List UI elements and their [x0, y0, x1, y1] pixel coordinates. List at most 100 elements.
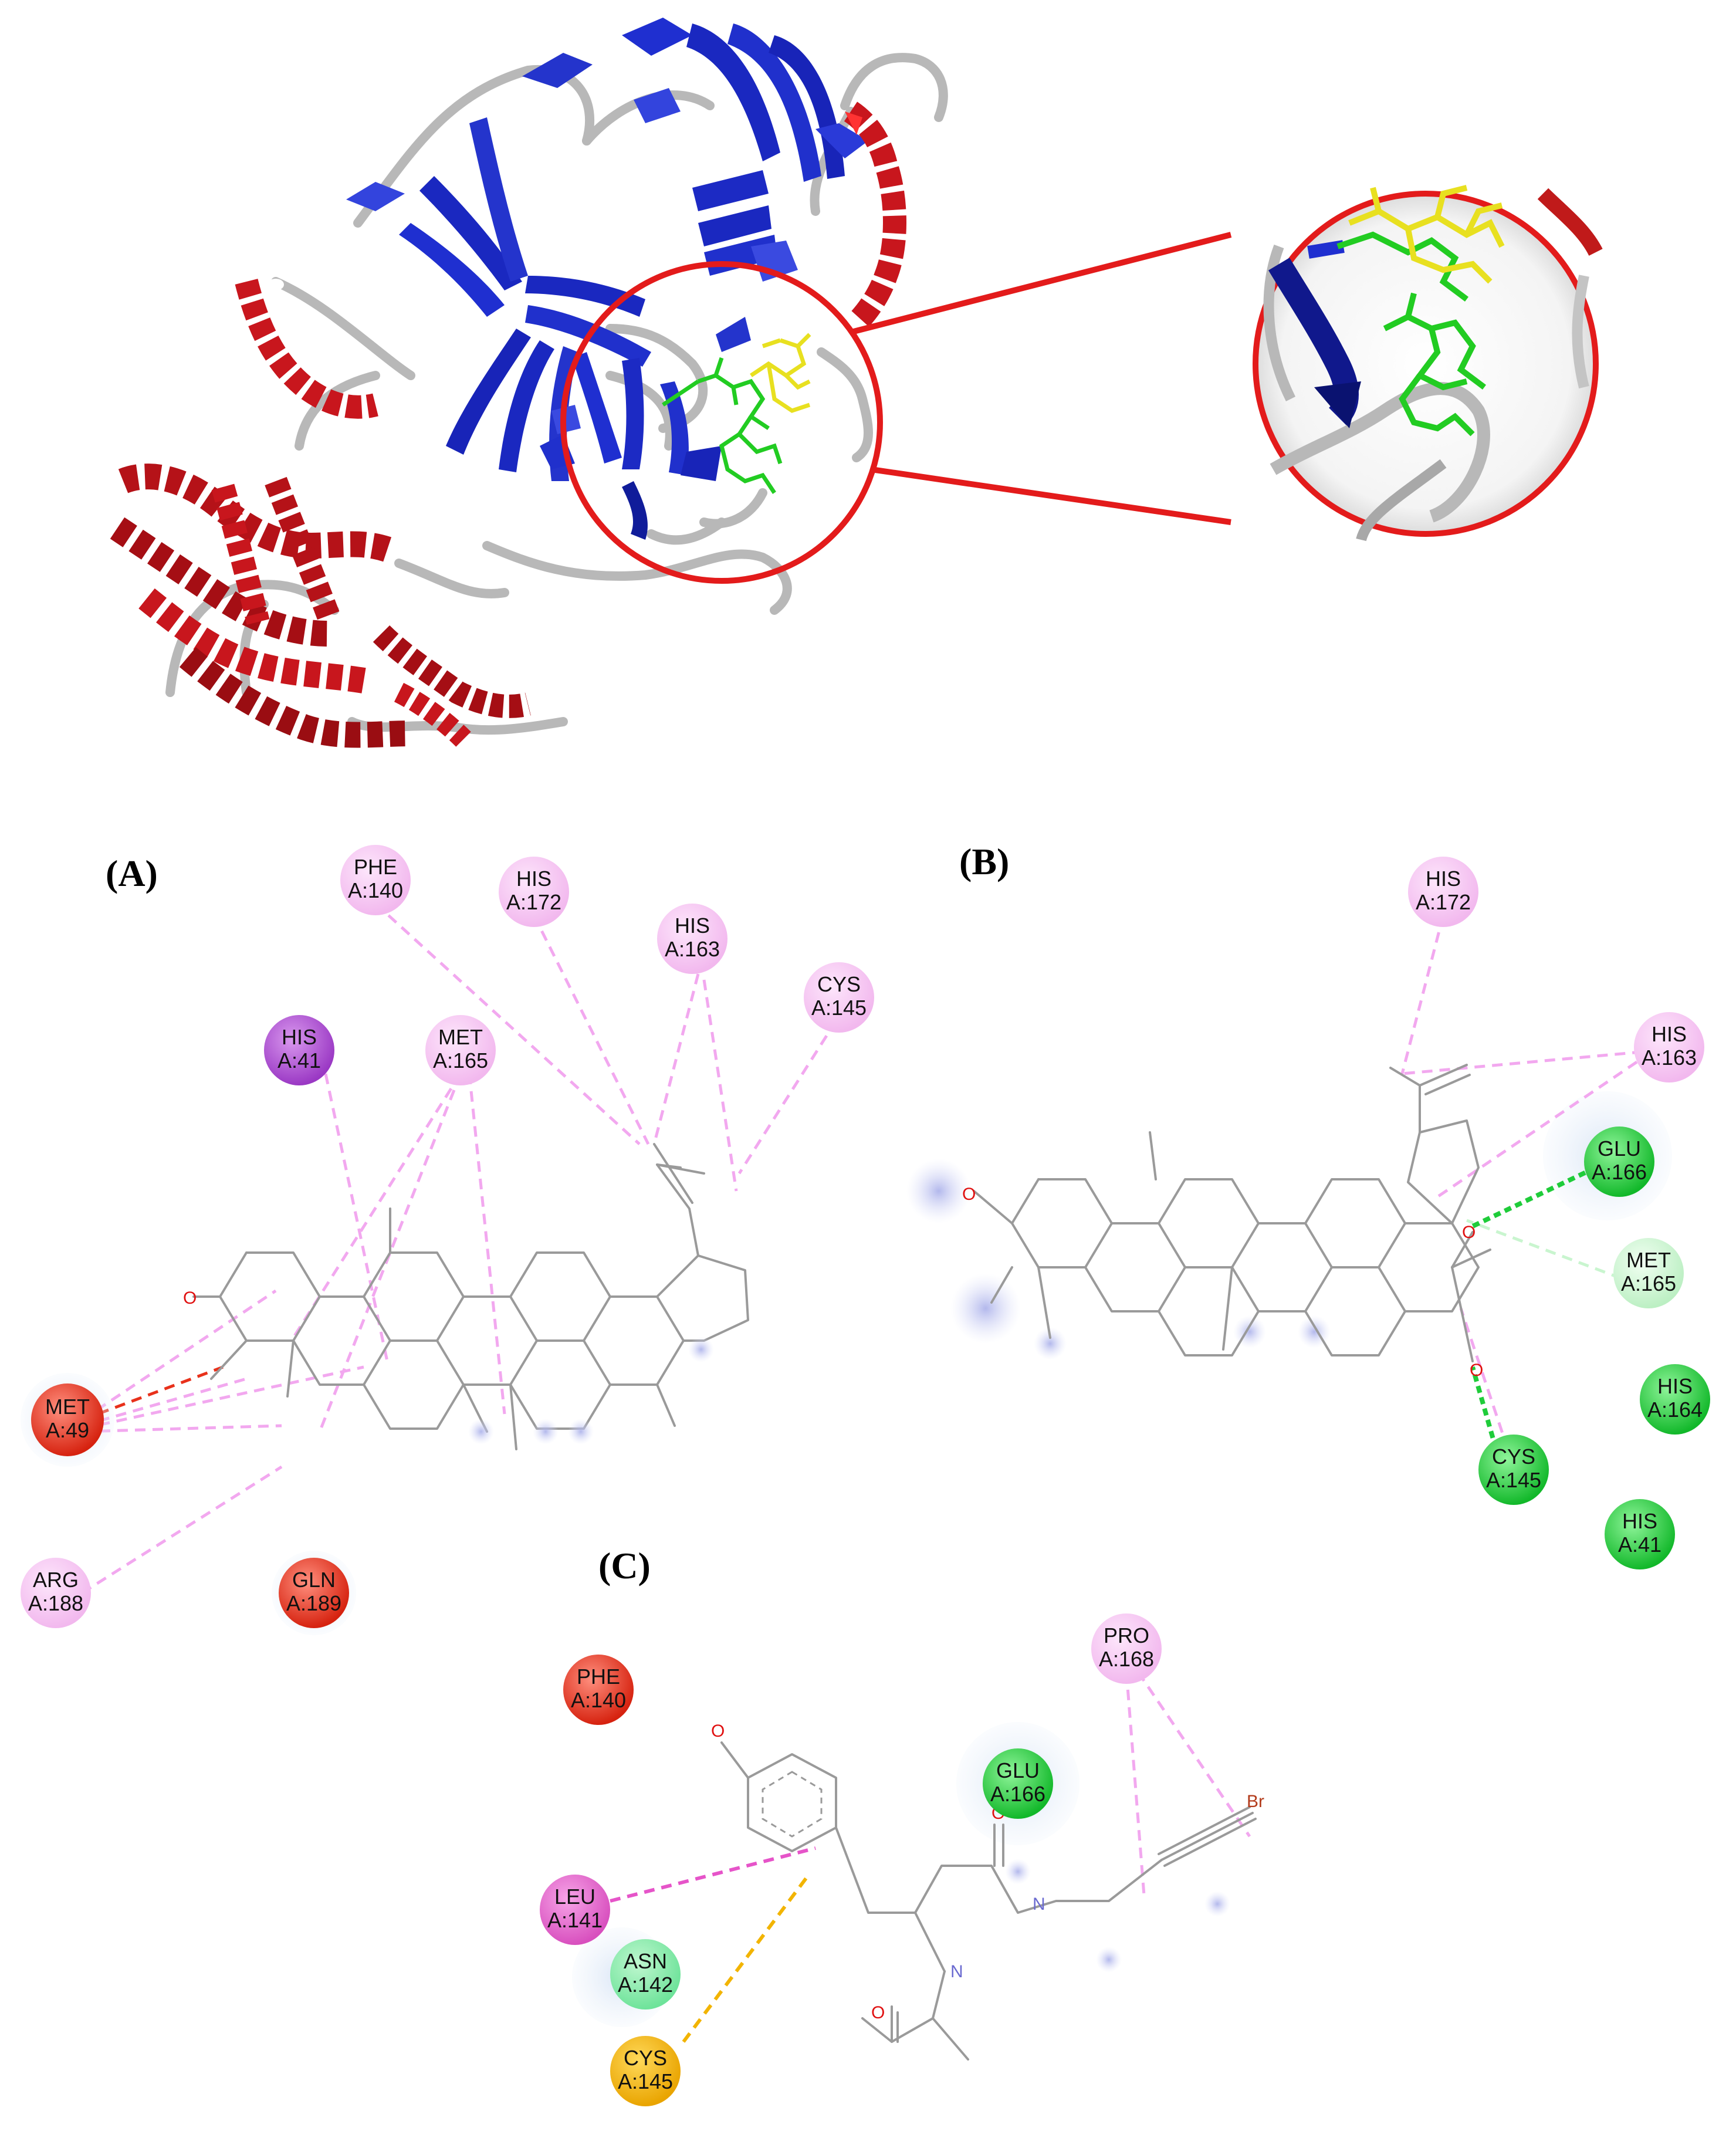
atom-nitrogen-c1: N [1033, 1895, 1045, 1914]
residue-name: HIS [516, 867, 551, 891]
atom-oxygen-a: O [183, 1288, 197, 1308]
residue-position: A:142 [618, 1973, 673, 1997]
residue-position: A:172 [506, 890, 561, 914]
residue-his163-a: HIS A:163 [657, 904, 727, 974]
ligand-yellow-small [750, 333, 811, 413]
atom-bromine-c: Br [1247, 1792, 1264, 1811]
panel-label-c: (C) [598, 1545, 651, 1586]
interaction-diagram-b: (B) [906, 841, 1710, 1569]
residue-position: A:145 [618, 2069, 673, 2093]
residue-name: HIS [1426, 867, 1461, 891]
interaction-lines-c [1125, 1671, 1251, 1896]
atom-oxygen-b1: O [962, 1185, 976, 1204]
residue-position: A:145 [1486, 1468, 1541, 1492]
residue-name: HIS [282, 1025, 317, 1049]
residue-name: LEU [554, 1885, 595, 1909]
panel-label-b: (B) [959, 841, 1009, 882]
residue-position: A:165 [433, 1048, 488, 1073]
residue-cys145-c: CYS A:145 [610, 2036, 681, 2106]
residue-name: CYS [1492, 1444, 1535, 1469]
residue-his41-b: HIS A:41 [1605, 1499, 1675, 1569]
residue-his172-b: HIS A:172 [1408, 857, 1478, 927]
binding-site-zoom [1253, 185, 1603, 542]
interaction-diagram-a: (A) [21, 845, 874, 1635]
residue-position: A:172 [1416, 890, 1471, 914]
residue-position: A:165 [1621, 1271, 1676, 1295]
residue-name: HIS [1652, 1022, 1687, 1046]
residue-his163-b: HIS A:163 [1634, 1012, 1704, 1082]
residue-met49-a: MET A:49 [21, 1373, 114, 1467]
atom-oxygen-c1: O [711, 1721, 725, 1741]
ligand-green-small [662, 357, 783, 494]
residue-position: A:166 [990, 1782, 1045, 1806]
residue-name: GLU [996, 1758, 1040, 1782]
pi-sulfur-line-c [682, 1876, 808, 2043]
ligand-a-skeleton: O [183, 1143, 749, 1450]
residue-his172-a: HIS A:172 [499, 857, 569, 927]
residue-name: GLU [1598, 1136, 1641, 1161]
zoom-connector-bottom [871, 466, 1231, 525]
interaction-lines-a [81, 902, 838, 1595]
residue-phe140-a: PHE A:140 [340, 845, 411, 915]
residue-position: A:140 [571, 1688, 626, 1712]
pi-pi-line-c [610, 1846, 816, 1903]
residue-name: ARG [33, 1568, 79, 1592]
residue-his41-a: HIS A:41 [264, 1015, 334, 1085]
residue-pro168-c: PRO A:168 [1091, 1613, 1162, 1684]
atom-oxygen-b3: O [1470, 1361, 1483, 1380]
residue-cys145-b: CYS A:145 [1478, 1435, 1549, 1505]
residue-met165-a: MET A:165 [425, 1015, 496, 1085]
zoom-connector-top [852, 232, 1232, 334]
residue-glu166-c: GLU A:166 [983, 1748, 1053, 1819]
residue-name: CYS [624, 2046, 667, 2070]
atom-oxygen-b2: O [1462, 1223, 1476, 1242]
residue-glu166-b: GLU A:166 [1584, 1126, 1654, 1197]
residue-name: PHE [577, 1665, 620, 1689]
residue-position: A:188 [28, 1591, 83, 1615]
binding-site-highlight-circle [560, 261, 883, 584]
residue-name: MET [1626, 1248, 1671, 1272]
residue-position: A:49 [46, 1418, 89, 1442]
residue-arg188-a: ARG A:188 [21, 1558, 91, 1628]
ligand-c-skeleton: O O O N N Br [711, 1721, 1264, 2061]
residue-cys145-a: CYS A:145 [804, 962, 874, 1033]
residue-name: ASN [624, 1949, 667, 1973]
residue-gln189-a: GLN A:189 [272, 1551, 356, 1635]
residue-met165-b: MET A:165 [1613, 1238, 1684, 1308]
hbond-lines-b [1470, 1165, 1597, 1450]
residue-position: A:163 [665, 937, 720, 961]
residue-position: A:41 [1618, 1533, 1661, 1557]
residue-position: A:164 [1647, 1398, 1703, 1422]
residue-asn142-c: ASN A:142 [610, 1939, 681, 2010]
residue-name: HIS [1622, 1509, 1657, 1533]
residue-position: A:140 [348, 878, 403, 902]
atom-oxygen-c3: O [871, 2003, 885, 2022]
residue-position: A:189 [286, 1591, 341, 1615]
residue-name: HIS [1657, 1374, 1693, 1398]
coil-segments [165, 53, 948, 735]
residue-position: A:163 [1642, 1046, 1697, 1070]
residue-name: PRO [1104, 1623, 1149, 1648]
residue-name: HIS [675, 914, 710, 938]
residue-his164-b: HIS A:164 [1640, 1364, 1710, 1435]
protein-structure-render [110, 18, 1603, 748]
residue-position: A:141 [547, 1908, 603, 1932]
atom-nitrogen-c2: N [950, 1962, 963, 1981]
interaction-lines-b [1400, 915, 1661, 1450]
residue-name: MET [438, 1025, 483, 1049]
residue-position: A:145 [811, 996, 867, 1020]
ligand-b-skeleton: O O O [962, 1064, 1491, 1380]
residue-name: CYS [817, 972, 861, 996]
interaction-diagram-c: (C) O O O N [540, 1545, 1264, 2106]
alpha-helices [110, 102, 906, 748]
residue-name: PHE [354, 855, 397, 879]
residue-position: A:166 [1592, 1160, 1647, 1184]
panel-label-a: (A) [106, 853, 158, 894]
beta-sheets [346, 18, 868, 540]
residue-phe140-c: PHE A:140 [563, 1655, 634, 1725]
residue-name: GLN [292, 1568, 336, 1592]
residue-position: A:168 [1099, 1647, 1154, 1671]
residue-name: MET [45, 1395, 90, 1419]
residue-leu141-c: LEU A:141 [540, 1875, 610, 1945]
